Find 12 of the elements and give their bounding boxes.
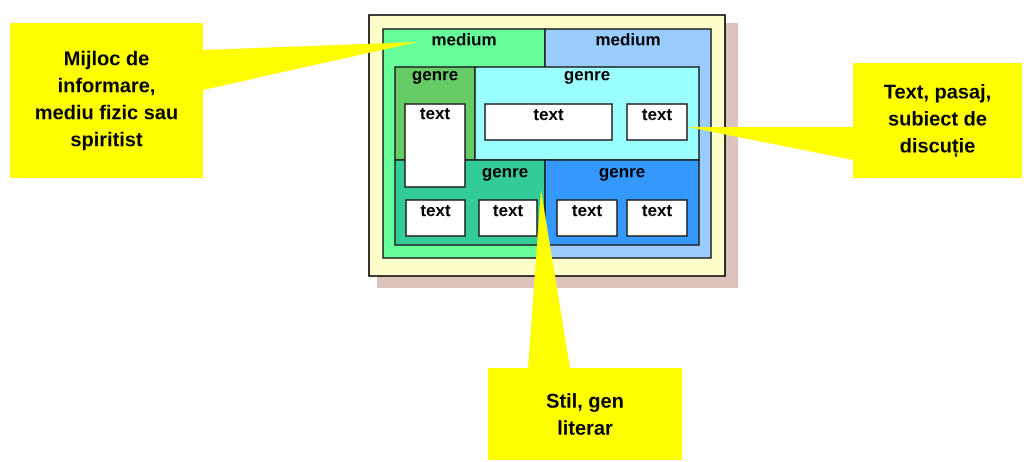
text-box: text — [478, 199, 538, 237]
callout-box: Stil, gen literar — [488, 368, 682, 460]
leader-wedge — [688, 127, 853, 160]
text-box: text — [626, 103, 688, 141]
leader-wedge — [528, 190, 570, 368]
text-box: text — [405, 199, 466, 237]
text-box: text — [626, 199, 688, 237]
callout-box: Mijloc de informare, mediu fizic sau spiritist — [10, 23, 203, 178]
text-box: text — [404, 103, 466, 188]
leader-wedge — [203, 42, 418, 90]
callout-box: Text, pasaj, subiect de discuție — [853, 63, 1022, 178]
text-box: text — [556, 199, 618, 237]
